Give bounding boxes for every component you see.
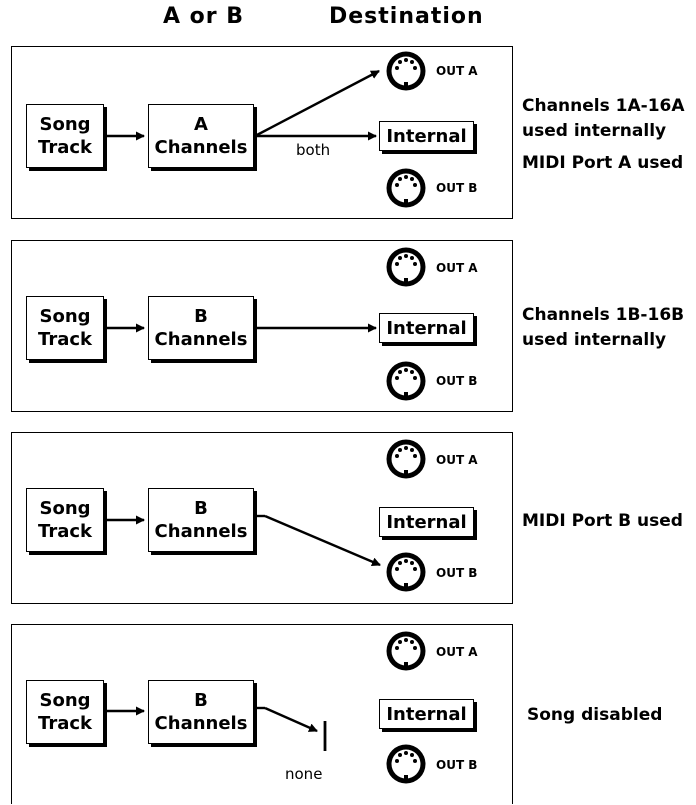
midi-port-out-a-icon [386,51,426,91]
out-a-label: OUT A [436,261,478,275]
header-destination: Destination [329,4,484,29]
out-b-label: OUT B [436,374,478,388]
header-a-or-b: A or B [163,4,245,29]
routing-wires-2 [105,323,377,333]
wire-label-none: none [285,765,323,783]
out-a-label: OUT A [436,64,478,78]
out-b-label: OUT B [436,181,478,195]
side-notes-1: Channels 1A-16A used internally MIDI Por… [522,96,685,173]
midi-port-out-b-icon [386,361,426,401]
midi-port-out-a-icon [386,439,426,479]
midi-port-out-a-icon [386,631,426,671]
internal-box: Internal [379,121,474,151]
out-b-label: OUT B [436,758,478,772]
wire-label-both: both [296,141,331,159]
routing-wires-3 [105,514,381,567]
out-b-label: OUT B [436,566,478,580]
midi-port-out-a-icon [386,247,426,287]
internal-box: Internal [379,699,474,729]
side-notes-3: MIDI Port B used [522,511,683,531]
internal-box: Internal [379,507,474,537]
out-a-label: OUT A [436,453,478,467]
routing-wires-4 [105,706,327,751]
routing-wires-1 [105,69,380,141]
side-notes-2: Channels 1B-16B used internally [522,305,685,350]
midi-port-out-b-icon [386,744,426,784]
midi-port-out-b-icon [386,168,426,208]
side-notes-4: Song disabled [527,705,663,725]
out-a-label: OUT A [436,645,478,659]
internal-box: Internal [379,313,474,343]
midi-port-out-b-icon [386,552,426,592]
